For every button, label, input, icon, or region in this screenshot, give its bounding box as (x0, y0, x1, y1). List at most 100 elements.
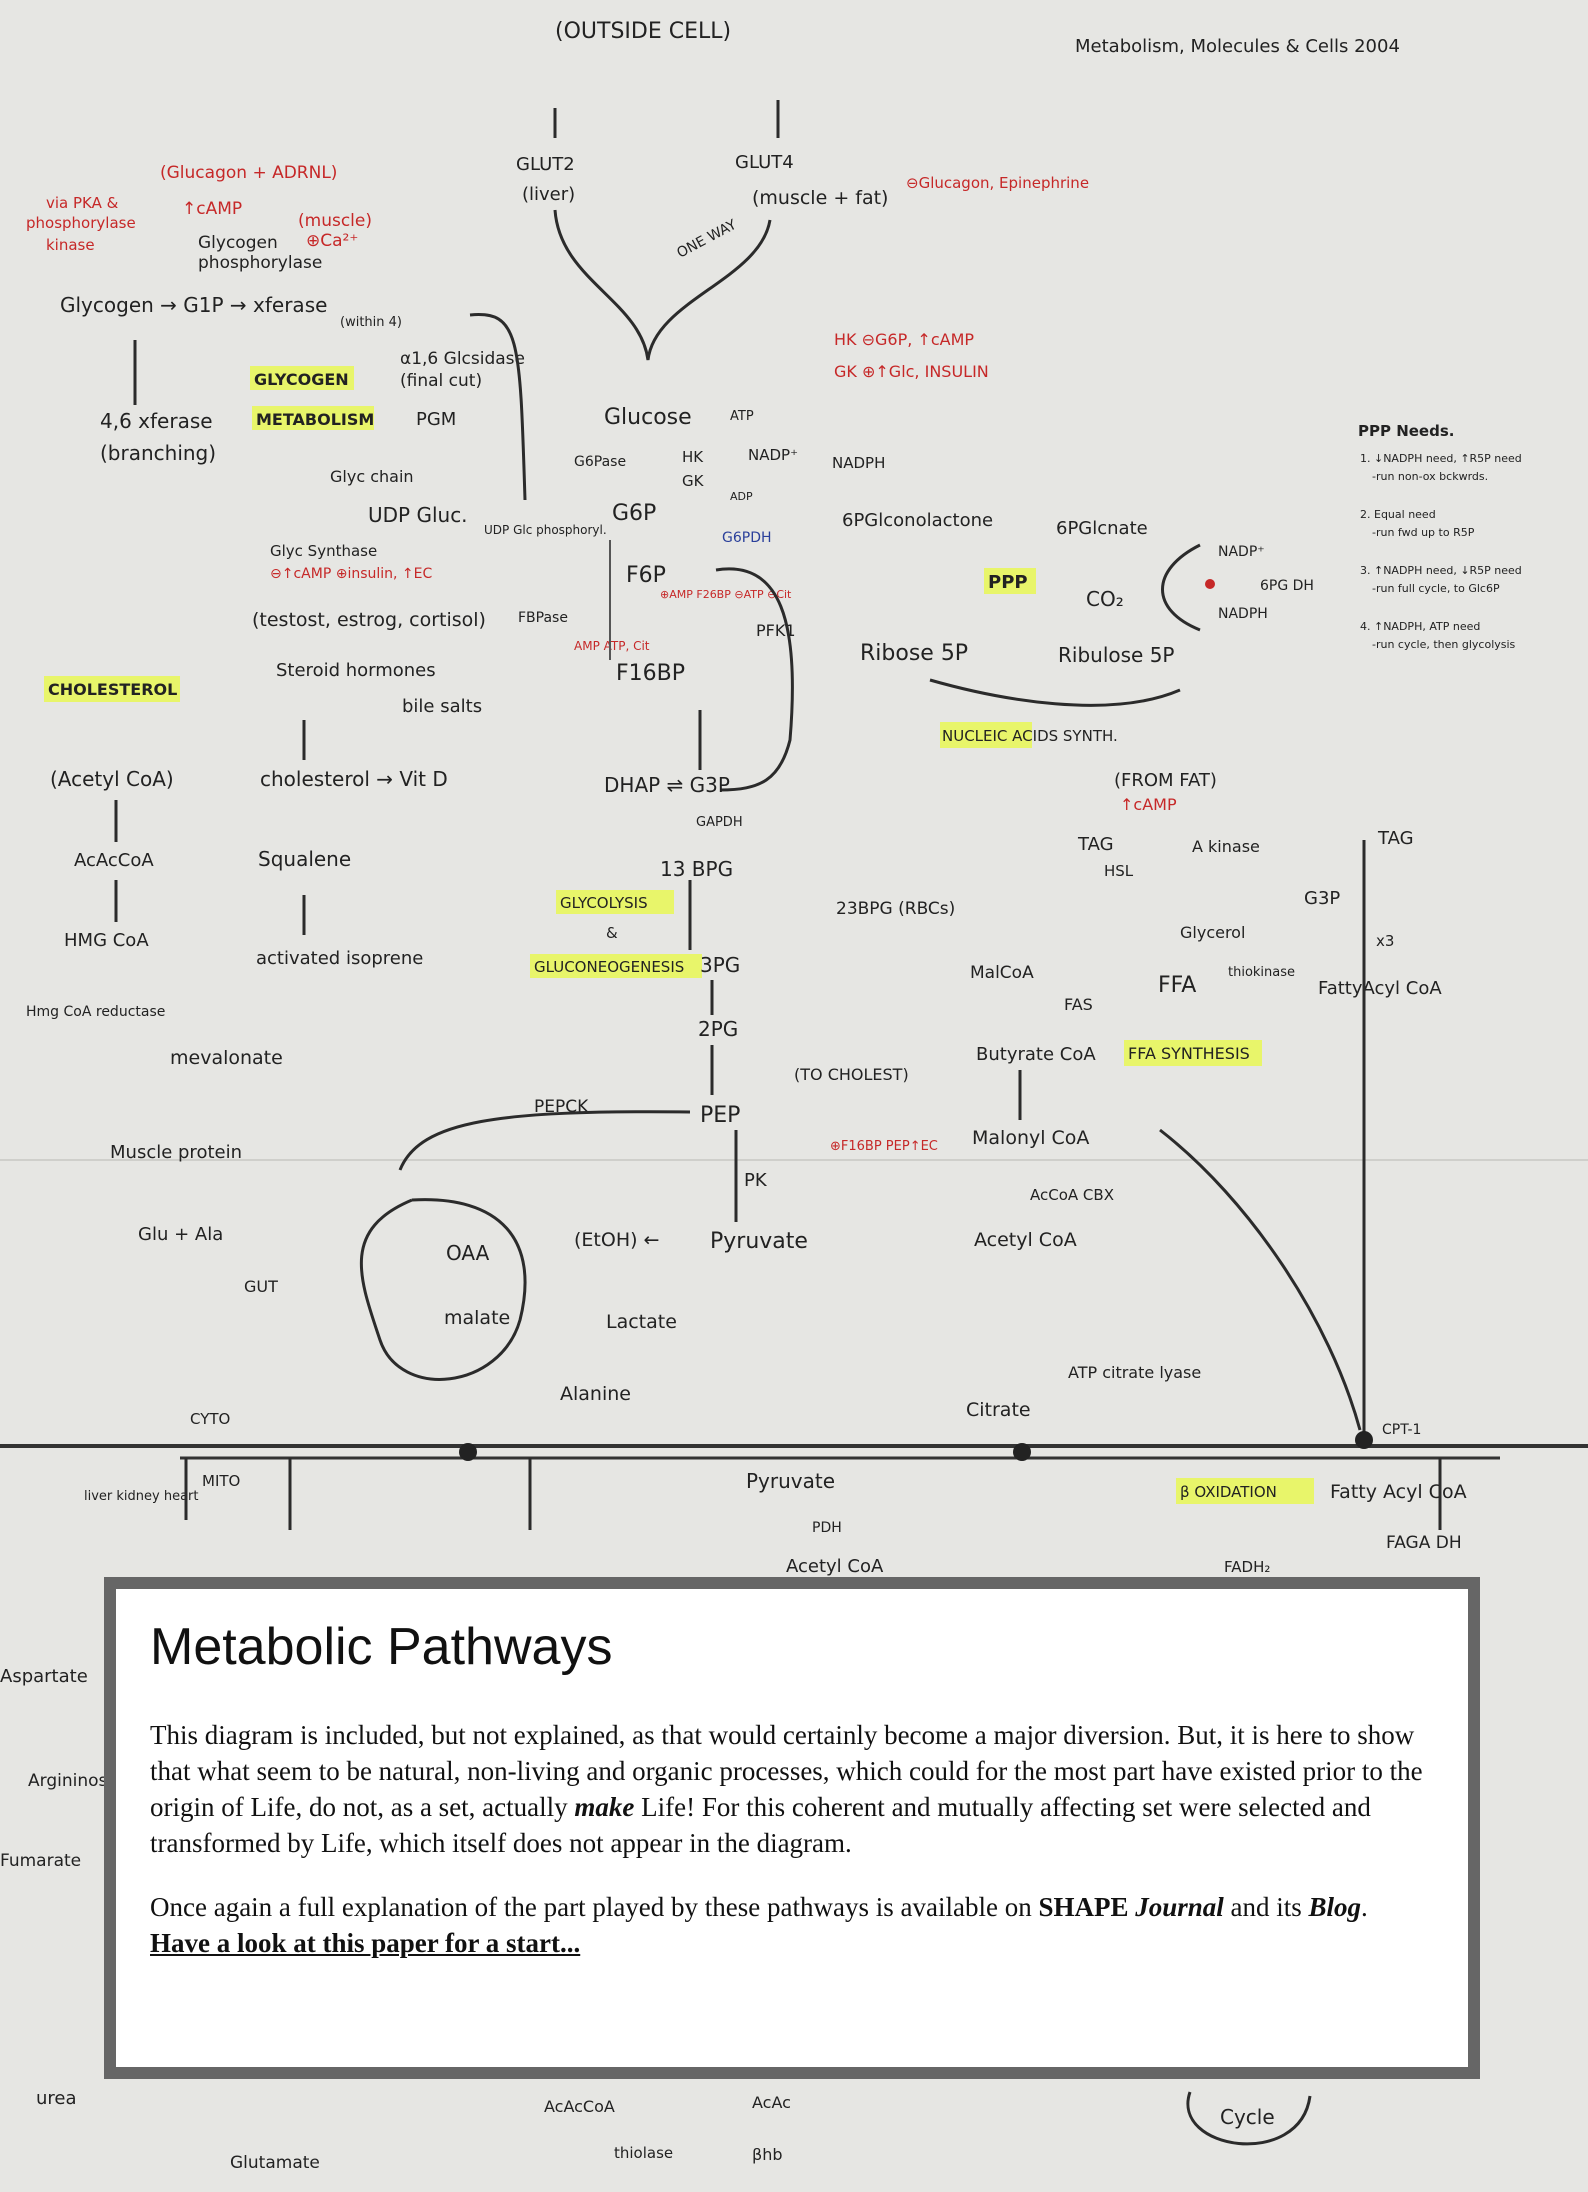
label-alanine: Alanine (560, 1383, 631, 1405)
label-acc: AcCoA CBX (1030, 1186, 1114, 1204)
label-g3p-2: G3P (1304, 888, 1340, 909)
label-camp: ↑cAMP (182, 199, 242, 219)
label-pdh: PDH (812, 1520, 842, 1536)
label-cpt1: CPT-1 (1382, 1422, 1421, 1438)
header-course: Metabolism, Molecules & Cells 2004 (1075, 36, 1400, 57)
label-gk-reg: GK ⊕↑Glc, INSULIN (834, 362, 989, 381)
label-pyruvate-m: Pyruvate (746, 1469, 835, 1493)
label-pglcnate: 6PGlcnate (1056, 518, 1148, 539)
label-citrate-lyase: ATP citrate lyase (1068, 1363, 1201, 1382)
label-ppp-3b: -run full cycle, to Glc6P (1372, 582, 1500, 595)
label-fumarate: Fumarate (0, 1851, 81, 1871)
label-dhap: DHAP ⇌ G3P (604, 773, 730, 797)
label-ppp-2: 2. Equal need (1360, 508, 1436, 521)
label-acac: AcAc (752, 2093, 791, 2112)
label-malcoa: MalCoA (970, 963, 1034, 983)
label-acaccoa: AcAcCoA (74, 850, 154, 871)
label-steroid-h: Steroid hormones (276, 660, 436, 681)
panel-p2-blog: Blog (1308, 1892, 1362, 1922)
label-atp-1: ATP (730, 409, 754, 424)
label-2pg: 2PG (698, 1017, 738, 1041)
label-fatty-acyl: FattyAcyl CoA (1318, 978, 1442, 999)
paper-link[interactable]: Have a look at this paper for a start... (150, 1928, 581, 1958)
label-ppp-4: 4. ↑NADPH, ATP need (1360, 620, 1480, 633)
panel-p2-journal: Journal (1135, 1892, 1224, 1922)
label-liver: liver kidney heart (84, 1489, 199, 1504)
label-3pg: 3PG (700, 953, 740, 977)
label-malonyl: Malonyl CoA (972, 1127, 1089, 1149)
label-glyc-synth: Glyc Synthase (270, 542, 377, 560)
panel-paragraph-2: Once again a full explanation of the par… (150, 1889, 1434, 1961)
label-bhb: βhb (752, 2145, 783, 2164)
label-glyc-synth-reg: ⊖↑cAMP ⊕insulin, ↑EC (270, 566, 432, 582)
label-thiokinase: thiokinase (1228, 965, 1295, 980)
label-glycolysis-3: GLUCONEOGENESIS (534, 958, 684, 976)
label-oaa: OAA (446, 1241, 490, 1265)
label-beta-ox: β OXIDATION (1180, 1483, 1277, 1501)
label-cyto: CYTO (190, 1410, 230, 1428)
label-6pgdh: 6PG DH (1260, 578, 1314, 594)
label-hsl: HSL (1104, 862, 1134, 880)
label-cholesterol-hl: CHOLESTEROL (48, 680, 177, 699)
label-cholesterol: cholesterol → Vit D (260, 767, 448, 791)
label-pk: PK (744, 1170, 768, 1191)
label-pyruvate: Pyruvate (710, 1229, 808, 1254)
label-nadp-1: NADP⁺ (748, 446, 798, 464)
label-glut2-sub: (liver) (522, 184, 575, 205)
label-hmgcoa: HMG CoA (64, 930, 149, 951)
label-ffa: FFA (1158, 973, 1196, 998)
label-lactate: Lactate (606, 1311, 677, 1333)
panel-p1-start: This diagram is included, but not explai… (150, 1720, 1423, 1822)
label-citrate: Citrate (966, 1399, 1031, 1421)
label-udp-gluc: UDP Gluc. (368, 503, 468, 527)
label-ribulose: Ribulose 5P (1058, 643, 1174, 667)
label-hk: HK (682, 448, 704, 466)
label-ca: ⊕Ca²⁺ (306, 231, 358, 251)
label-glutamate: Glutamate (230, 2153, 320, 2173)
label-glycogen-phos2: phosphorylase (198, 253, 322, 273)
label-within4: (within 4) (340, 315, 402, 330)
label-fbpase-reg: AMP ATP, Cit (574, 639, 650, 653)
label-cycle: Cycle (1220, 2105, 1275, 2129)
label-via-pka: via PKA & (46, 194, 119, 212)
label-adp-1: ADP (730, 490, 753, 503)
label-akinase: A kinase (1192, 837, 1260, 856)
label-hmgred: Hmg CoA reductase (26, 1004, 165, 1020)
label-glucagon: (Glucagon + ADRNL) (160, 163, 337, 183)
panel-p1-end: Life! For this coherent and mutually aff… (150, 1792, 1371, 1858)
label-nadph-2: NADPH (1218, 606, 1268, 622)
label-glycogen-phos: Glycogen (198, 233, 278, 253)
label-aspartate: Aspartate (0, 1666, 88, 1687)
label-bpg: 13 BPG (660, 857, 733, 881)
label-g6p: G6P (612, 501, 656, 526)
label-ffa-synth: FFA SYNTHESIS (1128, 1044, 1250, 1063)
label-glut4: GLUT4 (735, 152, 794, 173)
label-glut4-sub: (muscle + fat) (752, 187, 888, 209)
label-glcono: 6PGlconolactone (842, 510, 993, 531)
label-glycerol: Glycerol (1180, 923, 1245, 942)
label-ppp-4b: -run cycle, then glycolysis (1372, 638, 1516, 651)
label-ribose: Ribose 5P (860, 641, 968, 666)
label-glucose: Glucose (604, 405, 692, 430)
label-mevalonate: mevalonate (170, 1047, 283, 1069)
label-ppp-1b: -run non-ox bckwrds. (1372, 470, 1488, 483)
label-kinase: kinase (46, 236, 95, 254)
label-etoh: (EtOH) ← (574, 1229, 659, 1251)
label-udp-glc-phos: UDP Glc phosphoryl. (484, 523, 607, 537)
label-ppp: PPP (988, 572, 1028, 593)
label-ppp-needs: PPP Needs. (1358, 422, 1454, 440)
label-acetyl-coa-p: (Acetyl CoA) (50, 767, 174, 791)
label-muscle: (muscle) (298, 211, 372, 231)
label-g6pase: G6Pase (574, 454, 626, 470)
label-tag-2: TAG (1377, 828, 1414, 849)
label-argininos: Argininos (28, 1771, 108, 1791)
label-hk-reg: HK ⊖G6P, ↑cAMP (834, 330, 974, 349)
label-acetyl-m: Acetyl CoA (786, 1556, 884, 1577)
label-squalene: Squalene (258, 847, 351, 871)
label-branching: (branching) (100, 441, 216, 465)
label-mito: MITO (202, 1472, 240, 1490)
panel-p2-dot: . (1361, 1892, 1368, 1922)
label-gk: GK (682, 472, 705, 490)
label-nadp-2: NADP⁺ (1218, 544, 1265, 560)
panel-paragraph-1: This diagram is included, but not explai… (150, 1717, 1434, 1861)
